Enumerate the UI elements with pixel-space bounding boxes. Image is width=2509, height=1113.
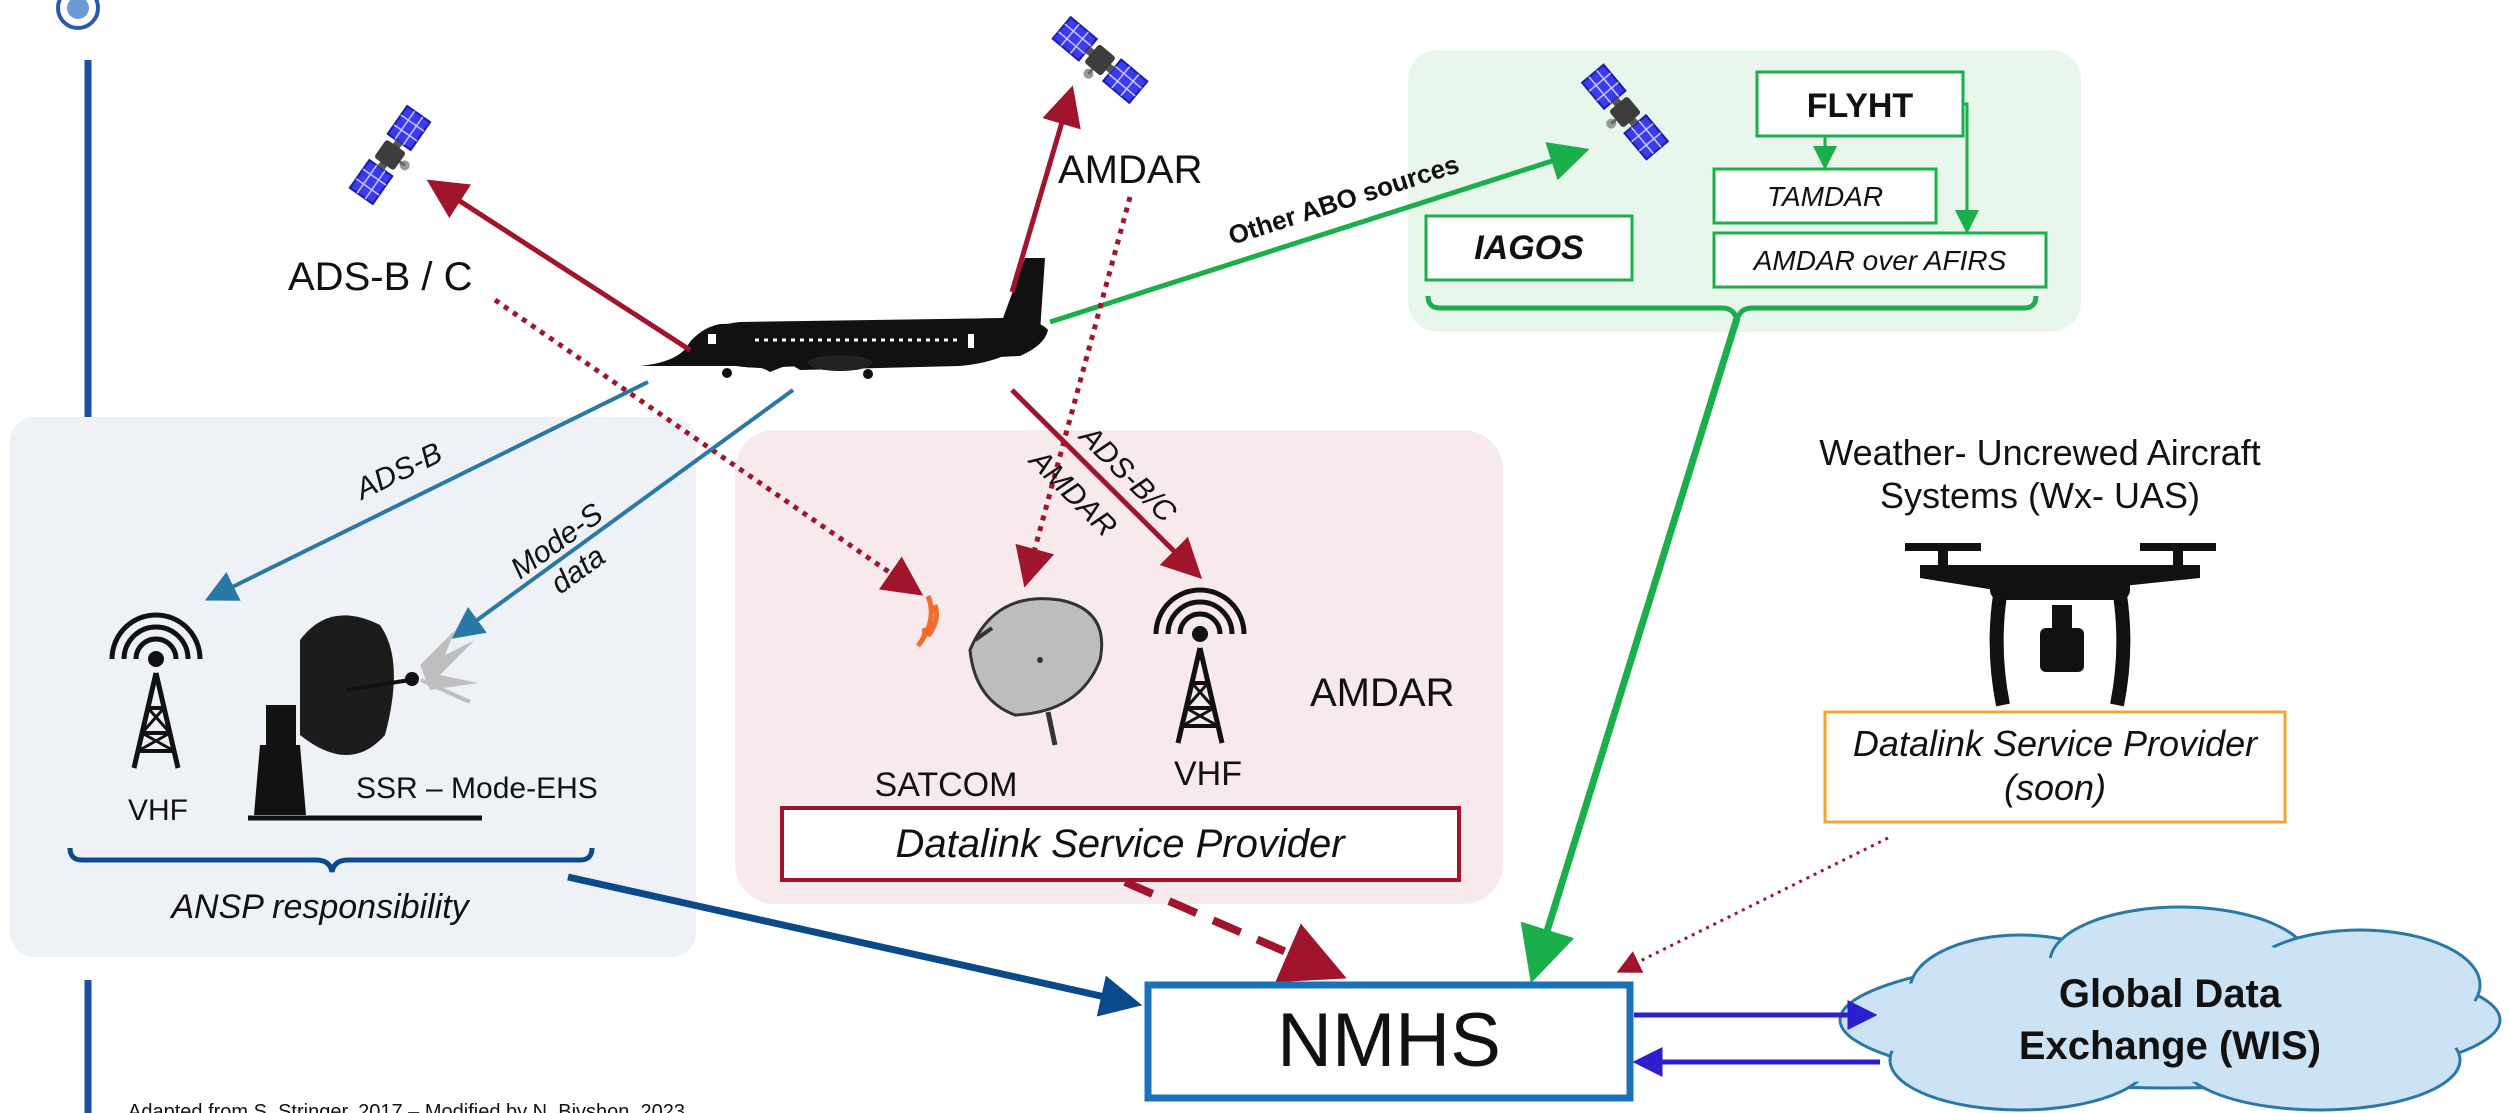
drone-icon <box>1905 543 2216 707</box>
dsp-nmhs-arrow <box>1123 878 1347 983</box>
dsp-amdar-label: AMDAR <box>1310 671 1454 715</box>
adsbc-satellite-arrow <box>426 179 692 353</box>
ansp-responsibility-label: ANSP responsibility <box>169 888 470 926</box>
tamdar-label: TAMDAR <box>1767 181 1883 212</box>
amdar-satellite-arrow <box>1009 85 1081 293</box>
dsp-provider-box <box>780 806 1461 882</box>
aircraft-icon <box>640 258 1048 379</box>
satellite-left-icon <box>348 104 440 211</box>
dsp-provider-label: Datalink Service Provider <box>895 822 1346 866</box>
dsp-vhf-label: VHF <box>1174 755 1242 793</box>
amdar-top-label: AMDAR <box>1058 148 1202 192</box>
ssr-label: SSR – Mode-EHS <box>356 772 598 805</box>
ssr-radar-dish-icon <box>248 615 482 821</box>
amdar-afirs-label: AMDAR over AFIRS <box>1752 245 2007 276</box>
credit-text: Adapted from S. Stringer, 2017 – Modifie… <box>128 1101 685 1113</box>
uas-title-line1: Weather- Uncrewed Aircraft <box>1819 432 2261 473</box>
adsbc-vhf-arrow <box>1010 388 1203 580</box>
satcom-label: SATCOM <box>875 766 1018 804</box>
tamdar-box <box>1712 167 1938 225</box>
nmhs-box <box>1144 981 1634 1102</box>
uas-nmhs-arrow <box>1616 836 1889 973</box>
wis-cloud <box>1838 905 2502 1112</box>
nmhs-label: NMHS <box>1277 998 1501 1083</box>
ansp-brace <box>67 847 595 873</box>
flyht-label: FLYHT <box>1807 87 1914 125</box>
modes-ssr-arrow <box>451 388 795 639</box>
adsbc-label: ADS-B / C <box>288 255 472 299</box>
satellite-top-icon <box>1045 15 1149 112</box>
uas-title-line2: Systems (Wx- UAS) <box>1880 475 2200 516</box>
wmo-logo-icon <box>56 0 100 30</box>
dsp-panel <box>735 430 1503 904</box>
uas-provider-label-1: Datalink Service Provider <box>1853 723 2259 764</box>
ansp-vhf-label: VHF <box>128 794 188 827</box>
abo-nmhs-arrow <box>1520 316 1741 984</box>
other-abo-arrow <box>1049 142 1590 325</box>
satcom-dish-icon <box>915 595 1104 746</box>
wis-label-1: Global Data <box>2059 972 2282 1016</box>
uas-provider-label-2: (soon) <box>2004 767 2106 808</box>
iagos-label: IAGOS <box>1474 229 1584 267</box>
wis-label-2: Exchange (WIS) <box>2019 1024 2321 1068</box>
adsbc-dotted-arrow <box>493 297 924 596</box>
adsb-ansp-arrow <box>204 380 649 601</box>
amdar-afirs-box <box>1712 231 2048 289</box>
flyht-box <box>1755 70 1965 138</box>
uas-provider-box <box>1823 710 2287 824</box>
iagos-box <box>1424 214 1634 282</box>
flyht-afirs-connector <box>1955 102 1979 234</box>
ansp-nmhs-arrow <box>567 873 1143 1017</box>
